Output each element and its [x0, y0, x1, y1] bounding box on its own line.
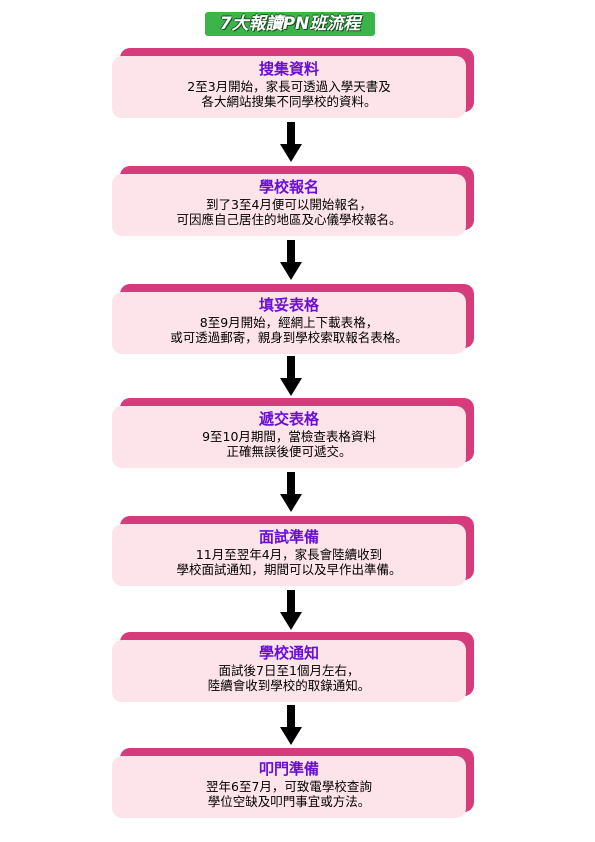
step-description-line: 或可透過郵寄，親身到學校索取報名表格。: [170, 330, 408, 345]
flow-step-school-notice: 學校通知 面試後7日至1個月左右， 陸續會收到學校的取錄通知。: [112, 632, 474, 702]
down-arrow-icon: [280, 705, 302, 745]
step-title: 學校通知: [258, 644, 319, 662]
step-title: 學校報名: [258, 178, 319, 196]
step-title: 遞交表格: [258, 410, 319, 428]
step-description-line: 可因應自己居住的地區及心儀學校報名。: [176, 212, 402, 227]
step-box: 叩門準備 翌年6至7月，可致電學校查詢 學位空缺及叩門事宜或方法。: [112, 756, 466, 818]
down-arrow-icon: [280, 590, 302, 630]
step-box: 搜集資料 2至3月開始，家長可透過入學天書及 各大網站搜集不同學校的資料。: [112, 56, 466, 118]
step-description-line: 學校面試通知，期間可以及早作出準備。: [176, 562, 402, 577]
step-box: 遞交表格 9至10月期間，當檢查表格資料 正確無誤後便可遞交。: [112, 406, 466, 468]
flow-step-fill-form: 填妥表格 8至9月開始，經網上下載表格， 或可透過郵寄，親身到學校索取報名表格。: [112, 284, 474, 354]
flow-step-knock-door-prep: 叩門準備 翌年6至7月，可致電學校查詢 學位空缺及叩門事宜或方法。: [112, 748, 474, 818]
step-description-line: 2至3月開始，家長可透過入學天書及: [187, 79, 391, 94]
down-arrow-icon: [280, 240, 302, 280]
step-description-line: 到了3至4月便可以開始報名，: [206, 197, 372, 212]
step-box: 填妥表格 8至9月開始，經網上下載表格， 或可透過郵寄，親身到學校索取報名表格。: [112, 292, 466, 354]
step-description-line: 面試後7日至1個月左右，: [218, 663, 360, 678]
flow-step-collect-info: 搜集資料 2至3月開始，家長可透過入學天書及 各大網站搜集不同學校的資料。: [112, 48, 474, 118]
step-box: 學校通知 面試後7日至1個月左右， 陸續會收到學校的取錄通知。: [112, 640, 466, 702]
step-title: 搜集資料: [258, 60, 319, 78]
flow-step-interview-prep: 面試準備 11月至翌年4月，家長會陸續收到 學校面試通知，期間可以及早作出準備。: [112, 516, 474, 586]
step-title: 面試準備: [258, 528, 319, 546]
step-box: 學校報名 到了3至4月便可以開始報名， 可因應自己居住的地區及心儀學校報名。: [112, 174, 466, 236]
step-description-line: 8至9月開始，經網上下載表格，: [199, 315, 379, 330]
flow-step-school-application: 學校報名 到了3至4月便可以開始報名， 可因應自己居住的地區及心儀學校報名。: [112, 166, 474, 236]
step-title: 填妥表格: [258, 296, 319, 314]
down-arrow-icon: [280, 472, 302, 512]
step-description-line: 陸續會收到學校的取錄通知。: [207, 678, 371, 693]
down-arrow-icon: [280, 122, 302, 162]
step-description-line: 正確無誤後便可遞交。: [226, 444, 352, 459]
step-description-line: 翌年6至7月，可致電學校查詢: [206, 779, 372, 794]
step-description-line: 11月至翌年4月，家長會陸續收到: [195, 547, 383, 562]
down-arrow-icon: [280, 356, 302, 396]
step-description-line: 各大網站搜集不同學校的資料。: [201, 94, 377, 109]
step-title: 叩門準備: [258, 760, 319, 778]
step-box: 面試準備 11月至翌年4月，家長會陸續收到 學校面試通知，期間可以及早作出準備。: [112, 524, 466, 586]
step-description-line: 9至10月期間，當檢查表格資料: [202, 429, 376, 444]
page-title: 7大報讀PN班流程: [205, 12, 375, 36]
flow-step-submit-form: 遞交表格 9至10月期間，當檢查表格資料 正確無誤後便可遞交。: [112, 398, 474, 468]
step-description-line: 學位空缺及叩門事宜或方法。: [207, 794, 371, 809]
